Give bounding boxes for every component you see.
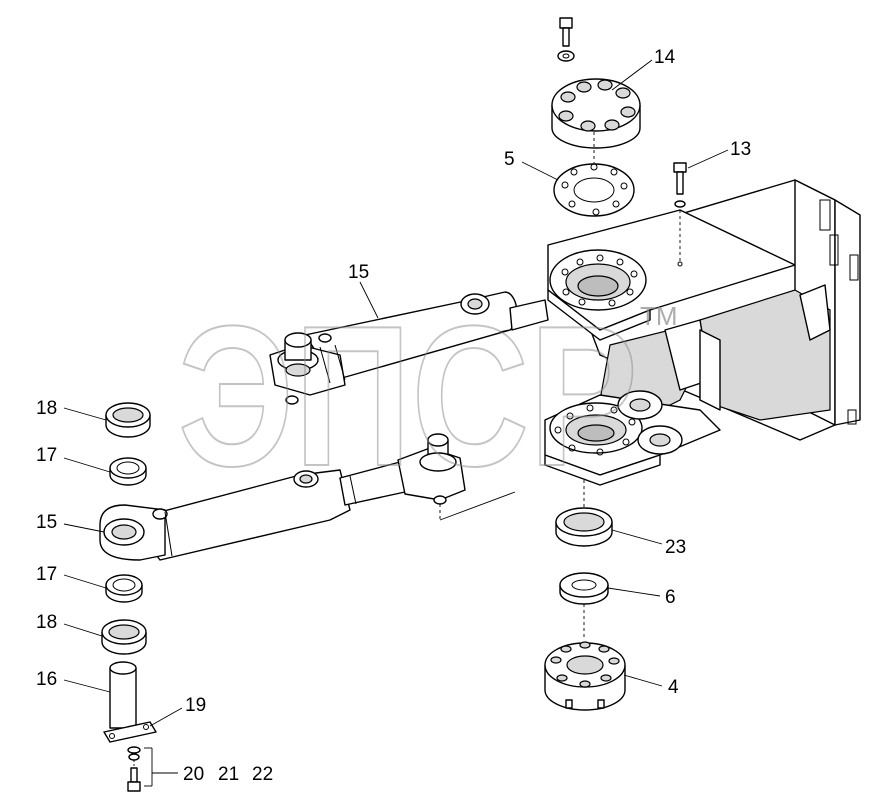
bolt-13: [673, 162, 687, 267]
gasket-holes: [561, 163, 628, 216]
watermark-trademark: TM: [640, 301, 678, 331]
flange-bolt-heads: [550, 641, 620, 688]
callout-13: 13: [730, 139, 751, 160]
callout-4: 4: [668, 677, 679, 698]
bottom-parts-stack: [544, 480, 626, 711]
upper-hydraulic-cylinder: [269, 291, 549, 405]
callout-22: 22: [252, 764, 273, 785]
cover-bolt-heads: [558, 79, 636, 132]
callout-21: 21: [218, 764, 239, 785]
callout-20: 20: [183, 764, 204, 785]
watermark-letters: ЭПСР: [178, 285, 638, 508]
lower-hydraulic-cylinder: [99, 433, 516, 561]
callout-15-lower: 15: [36, 512, 57, 533]
callout-16: 16: [36, 669, 57, 690]
top-cover-assembly: [551, 17, 641, 217]
callout-17-upper: 17: [36, 445, 57, 466]
callout-15-upper: 15: [348, 262, 369, 283]
callout-19: 19: [185, 695, 206, 716]
frame-bracket: [544, 179, 861, 486]
leader-lines: [63, 59, 729, 727]
callout-labels: 14 5 13 15 18 17 15 17 18 16 19 20 21 22…: [36, 47, 751, 785]
callout-23: 23: [665, 537, 686, 558]
watermark: ЭПСР TM: [177, 284, 678, 509]
callout-18-upper: 18: [36, 398, 57, 419]
upper-plate-bolt-holes: [561, 254, 638, 307]
callout-18-lower: 18: [36, 612, 57, 633]
callout-14: 14: [654, 47, 676, 68]
callout-6: 6: [665, 587, 676, 608]
callout-5: 5: [504, 149, 515, 170]
left-parts-stack: [101, 402, 178, 792]
lower-plate-bolt-holes: [554, 404, 636, 456]
callout-17-lower: 17: [36, 564, 57, 585]
